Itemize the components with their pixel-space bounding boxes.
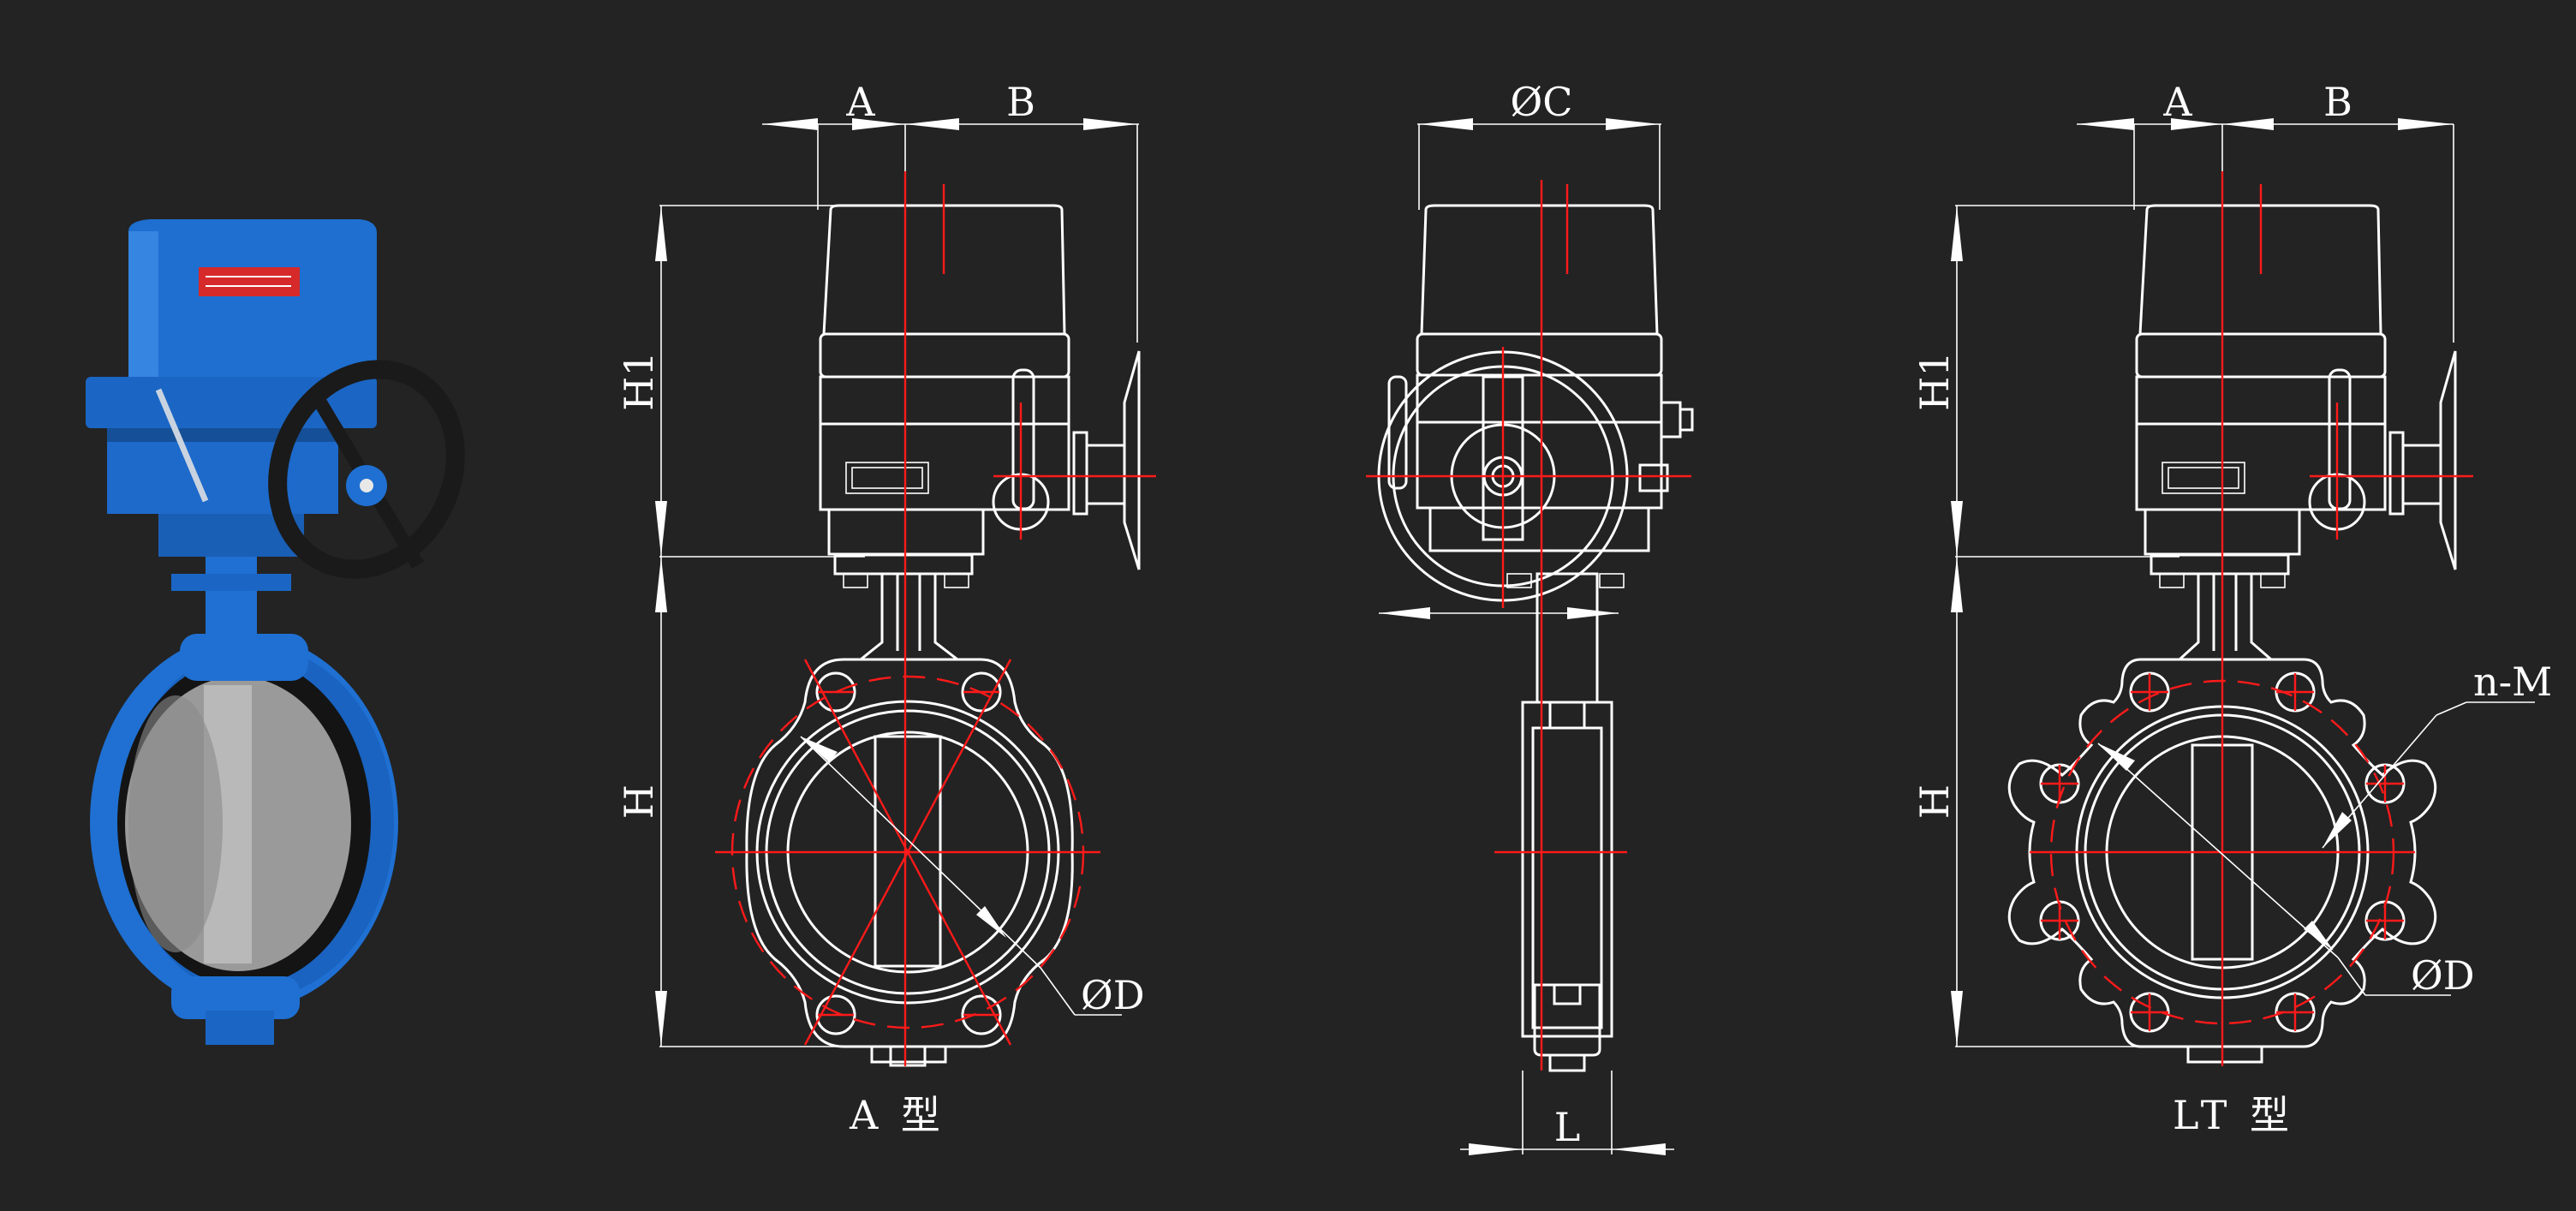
valve-lug-top <box>180 634 308 681</box>
dim-label-l: L <box>1554 1104 1581 1150</box>
handwheel-hub-bolt <box>360 479 373 492</box>
disc-shadow <box>128 695 223 952</box>
dim-label-c: ØC <box>1511 79 1573 125</box>
lug-body-outline <box>2007 658 2437 1048</box>
side-view: ØC <box>1366 79 1694 1155</box>
actuator-outline <box>822 204 1066 336</box>
actuator-cover-highlight <box>128 231 158 377</box>
valve-body-outline <box>745 658 1074 1048</box>
type-lt-view: A B H1 H <box>1911 79 2552 1138</box>
dim-label-nm: n-M <box>2473 659 2552 705</box>
dim-label-a: A <box>845 79 875 125</box>
actuator-cover <box>128 219 377 377</box>
dim-label-b: B <box>1006 79 1035 125</box>
type-a-view: A B H1 H <box>616 79 1156 1138</box>
valve-photo <box>86 219 465 1045</box>
valve-foot <box>206 1011 274 1045</box>
manual-lever <box>155 388 209 503</box>
neck-top-plate <box>171 574 291 591</box>
dim-label-d: ØD <box>1081 972 1145 1018</box>
actuator-label-plate <box>199 267 300 296</box>
actuator-base-shadow <box>107 428 338 442</box>
dim-label-h: H <box>1911 784 1958 819</box>
caption-type-a: A 型 <box>849 1092 945 1138</box>
side-body-outline <box>1521 701 1613 1038</box>
actuator-base <box>107 428 338 514</box>
valve-lug-bottom <box>171 976 300 1019</box>
dim-label-b: B <box>2323 79 2352 125</box>
dim-label-h1: H1 <box>616 351 662 410</box>
dim-label-h1: H1 <box>1911 351 1958 410</box>
dim-label-a: A <box>2162 79 2192 125</box>
handwheel <box>268 360 465 579</box>
dim-label-h: H <box>616 784 662 819</box>
caption-type-lt: LT 型 <box>2173 1092 2294 1138</box>
dim-label-d: ØD <box>2411 952 2475 999</box>
handwheel-spoke <box>309 390 373 484</box>
